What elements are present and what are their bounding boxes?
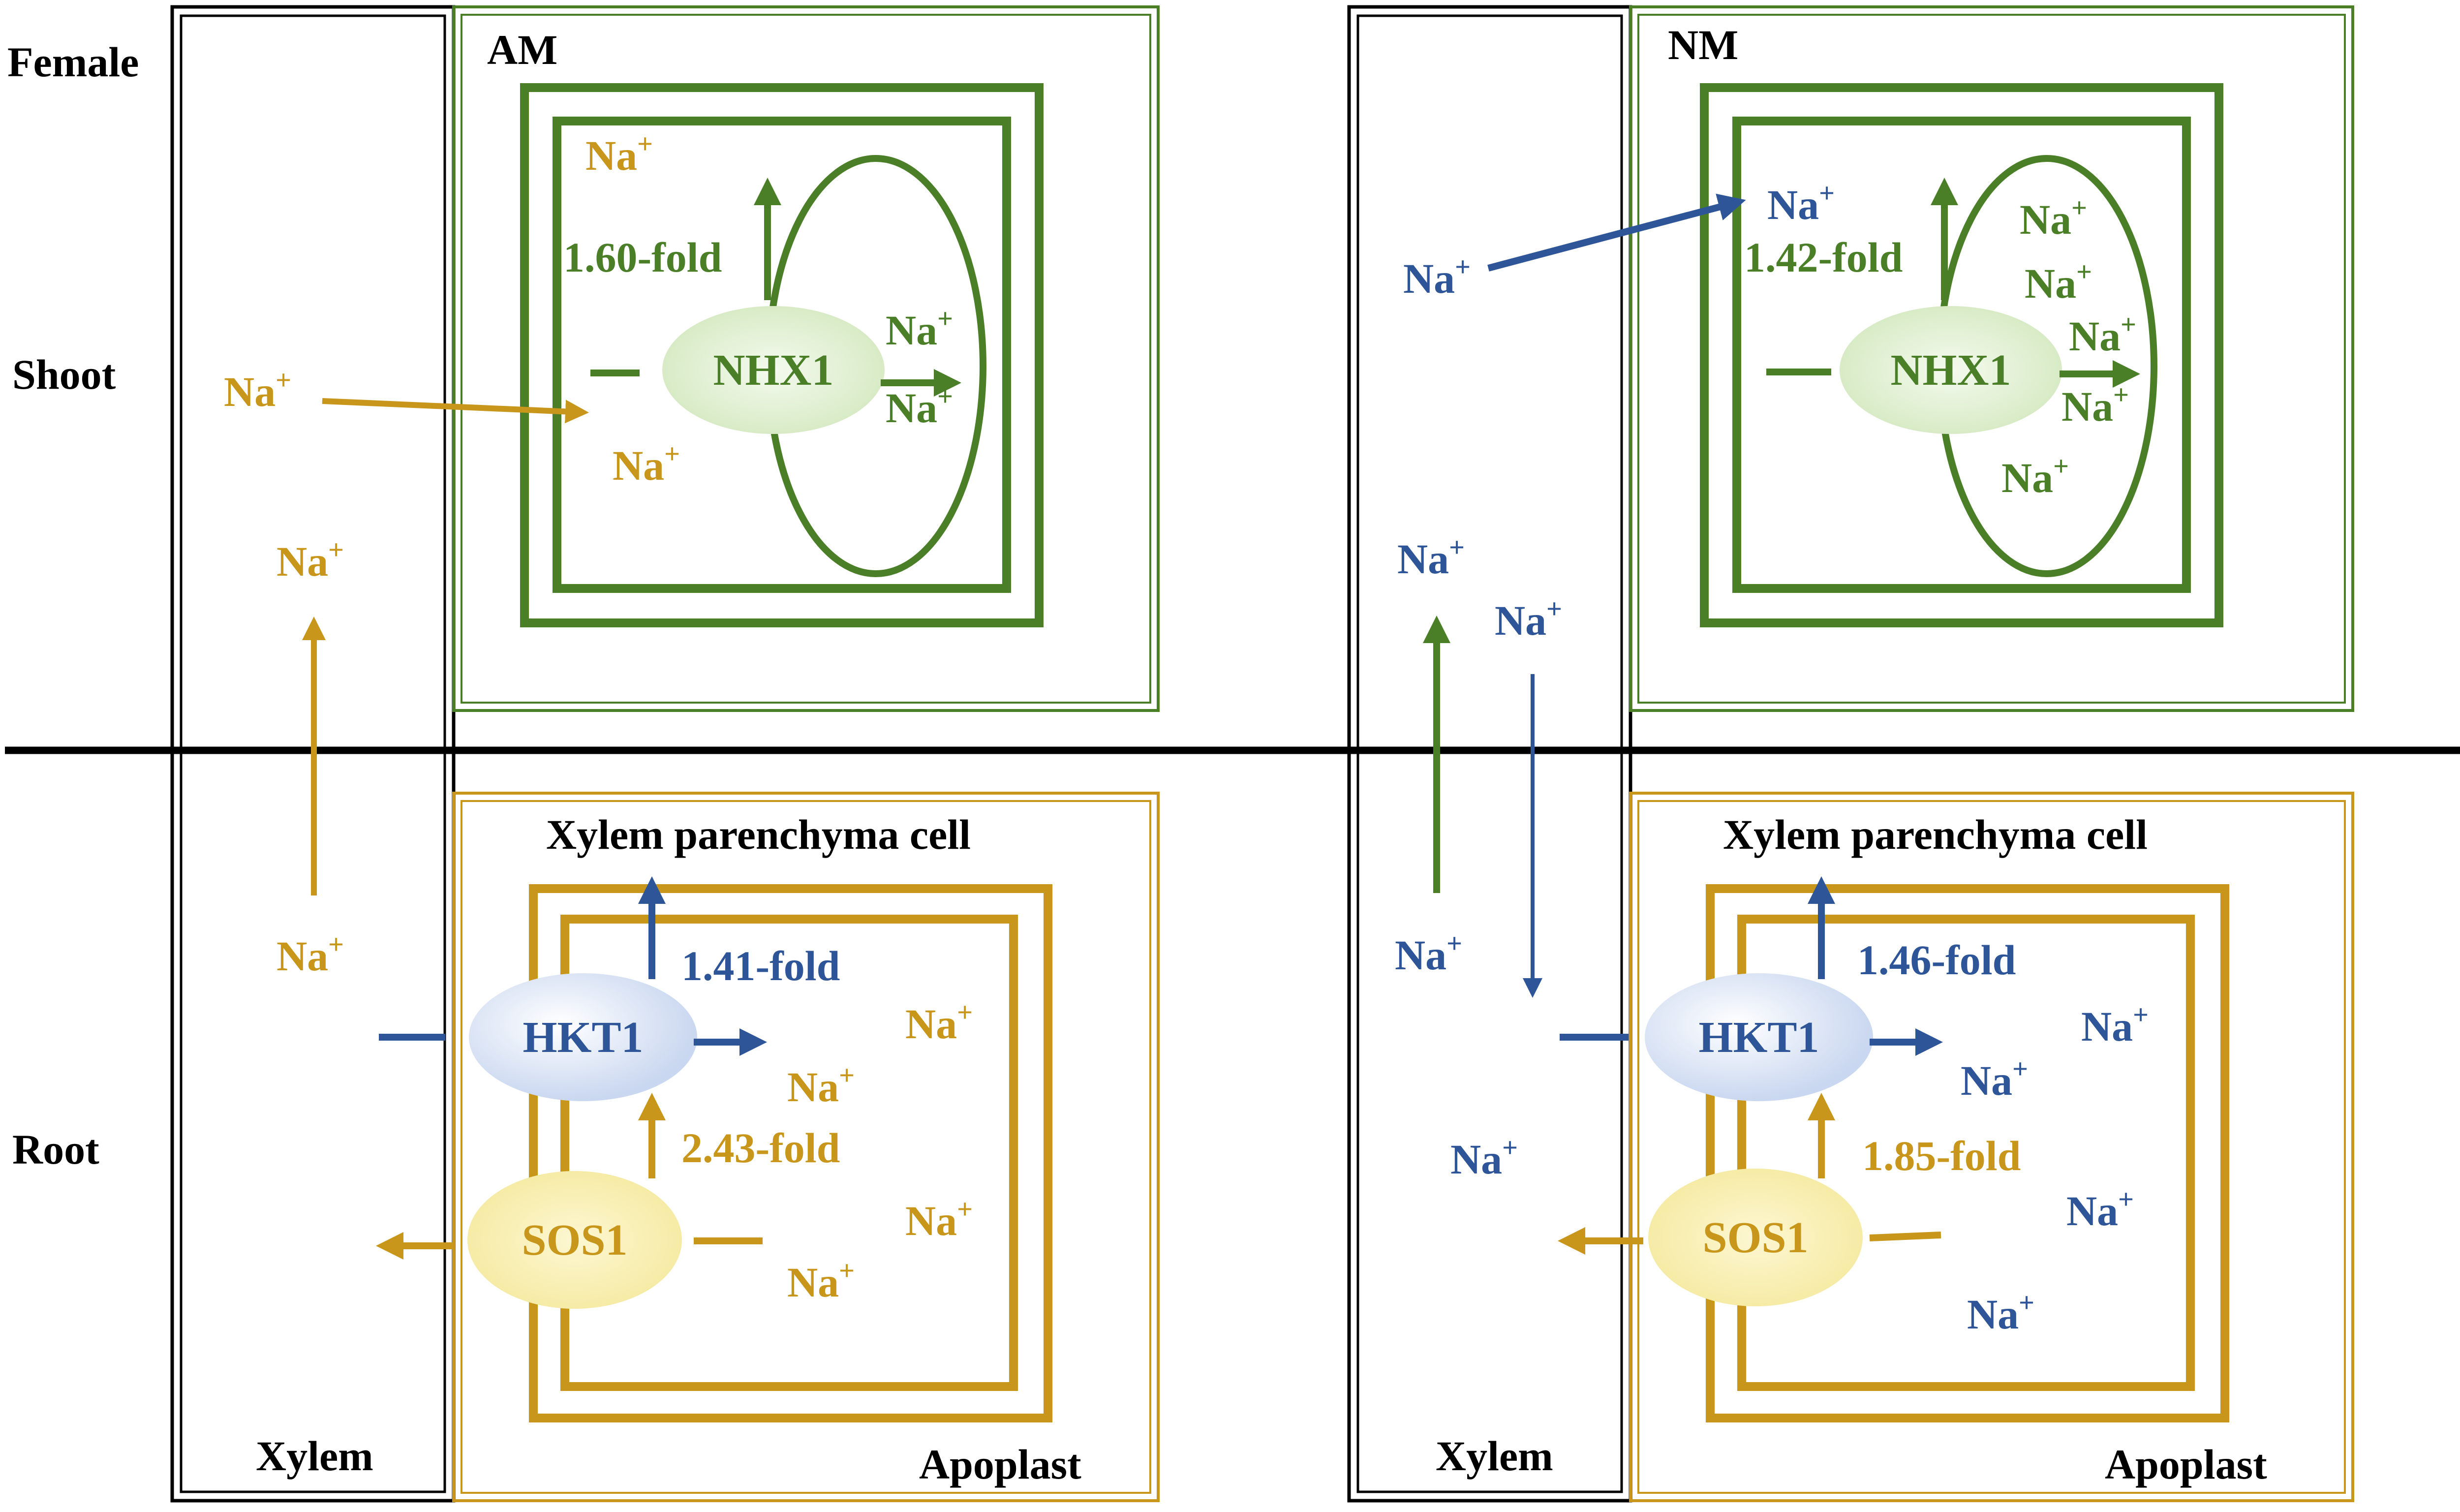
am-label: AM xyxy=(487,26,557,73)
nm-na-ion-vacuole-4: Na+ xyxy=(2061,380,2129,430)
nm-na-ion-xylem-mid-1: Na+ xyxy=(1397,532,1465,583)
shoot-label: Shoot xyxy=(12,351,116,398)
am-na-ion-vacuole-1: Na+ xyxy=(886,304,953,354)
am-xylem-label: Xylem xyxy=(256,1432,373,1480)
am-panel xyxy=(170,5,1160,1503)
nm-hkt1-transporter xyxy=(1645,973,1873,1101)
am-hkt1-label: HKT1 xyxy=(523,1013,643,1062)
am-hkt1-transporter xyxy=(469,973,697,1101)
nm-xylem-column-inner xyxy=(1356,14,1623,1493)
nm-hkt1-fold: 1.46-fold xyxy=(1857,936,2016,984)
nm-panel xyxy=(1347,5,2354,1503)
am-na-ion-root-2: Na+ xyxy=(787,1060,855,1111)
am-na-ion-xylem-mid: Na+ xyxy=(277,535,344,585)
am-xylem-column-inner xyxy=(180,14,446,1493)
root-label: Root xyxy=(12,1126,99,1173)
am-na-ion-cytosol-bottom: Na+ xyxy=(613,439,680,489)
nm-na-ion-root-3: Na+ xyxy=(2066,1184,2134,1234)
am-na-ion-xylem-root: Na+ xyxy=(277,929,344,980)
nm-root-cell-outer xyxy=(1629,792,2354,1502)
nm-apoplast-label: Apoplast xyxy=(2105,1441,2267,1488)
nm-na-ion-root-2: Na+ xyxy=(1961,1054,2028,1104)
am-na-ion-xylem-shoot: Na+ xyxy=(224,365,291,415)
am-nhx1-transporter xyxy=(662,306,885,434)
nm-na-ion-vacuole-1: Na+ xyxy=(2020,193,2087,243)
am-shoot-influx-arrow xyxy=(322,398,589,424)
nm-xylem-label: Xylem xyxy=(1436,1432,1553,1480)
nm-na-ion-vacuole-3: Na+ xyxy=(2069,309,2136,360)
am-shoot-cell-outer xyxy=(452,5,1160,712)
nm-hkt1-label: HKT1 xyxy=(1698,1013,1819,1062)
am-apoplast-label: Apoplast xyxy=(919,1441,1081,1488)
nm-nhx1-transporter xyxy=(1840,306,2062,434)
am-root-cell-outer xyxy=(452,792,1160,1502)
am-na-ion-root-3: Na+ xyxy=(905,1194,973,1244)
nm-na-ion-vacuole-5: Na+ xyxy=(2001,451,2069,501)
nm-xylem-column-outer xyxy=(1347,5,1632,1503)
am-root-plasma-membrane xyxy=(560,915,1018,1391)
nm-shoot-plasma-membrane xyxy=(1732,117,2191,593)
am-na-ion-root-4: Na+ xyxy=(787,1256,855,1306)
am-hkt1-fold: 1.41-fold xyxy=(681,942,840,989)
nm-na-ion-xylem-root: Na+ xyxy=(1395,928,1462,979)
nm-shoot-cell-outer-2 xyxy=(1637,14,2346,704)
am-nhx1-label: NHX1 xyxy=(713,346,834,395)
female-label: Female xyxy=(7,38,139,86)
nm-na-ion-vacuole-2: Na+ xyxy=(2025,257,2092,307)
nm-root-plasma-membrane xyxy=(1737,915,2195,1391)
nm-xylem-parenchyma-label: Xylem parenchyma cell xyxy=(1723,811,2148,858)
am-root-cell-wall xyxy=(529,884,1052,1422)
am-shoot-plasma-membrane xyxy=(553,117,1011,593)
nm-root-cell-outer-2 xyxy=(1637,800,2346,1494)
am-root-cell-outer-2 xyxy=(461,800,1151,1494)
am-sos1-fold: 2.43-fold xyxy=(681,1124,840,1172)
nm-na-ion-root-1: Na+ xyxy=(2081,1000,2149,1050)
nm-na-ion-xylem-root-2: Na+ xyxy=(1450,1133,1518,1183)
am-na-ion-root-1: Na+ xyxy=(905,997,973,1048)
am-nhx1-fold: 1.60-fold xyxy=(563,234,722,281)
nm-sos1-label: SOS1 xyxy=(1702,1213,1808,1262)
nm-sos1-transporter xyxy=(1648,1169,1863,1306)
nm-na-ion-xylem-mid-2: Na+ xyxy=(1495,594,1562,644)
nm-nhx1-label: NHX1 xyxy=(1891,346,2011,395)
am-xylem-column-outer xyxy=(170,5,456,1503)
nm-na-ion-xylem-shoot: Na+ xyxy=(1403,252,1471,302)
am-xylem-parenchyma-label: Xylem parenchyma cell xyxy=(546,811,971,858)
nm-shoot-cell-wall xyxy=(1700,83,2223,627)
nm-shoot-influx-arrow xyxy=(1487,193,1746,272)
nm-nhx1-fold: 1.42-fold xyxy=(1744,234,1903,281)
nm-sos1-fold: 1.85-fold xyxy=(1862,1132,2021,1179)
am-na-ion-vacuole-2: Na+ xyxy=(886,381,953,432)
am-na-ion-cytosol-top: Na+ xyxy=(585,129,653,179)
nm-sos1-stub-right xyxy=(1869,1232,1941,1241)
am-sos1-label: SOS1 xyxy=(522,1216,627,1265)
am-sos1-transporter xyxy=(467,1171,682,1309)
nm-shoot-cell-outer xyxy=(1629,5,2354,712)
nm-na-ion-root-4: Na+ xyxy=(1967,1288,2034,1338)
am-shoot-cell-outer-2 xyxy=(461,14,1151,704)
nm-label: NM xyxy=(1668,21,1738,68)
nm-root-cell-wall xyxy=(1706,884,2229,1422)
nm-na-ion-cytosol-top: Na+ xyxy=(1767,178,1835,228)
am-shoot-cell-wall xyxy=(520,83,1044,627)
